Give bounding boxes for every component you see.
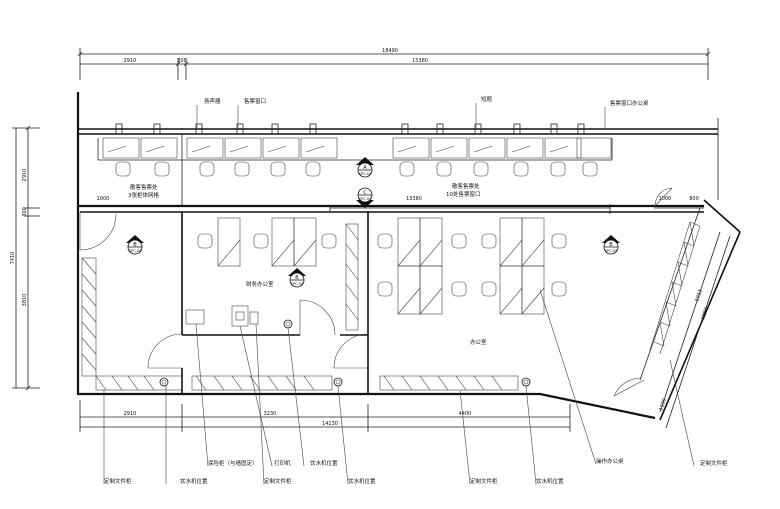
section-symbol-c: C SPC-04 — [356, 187, 374, 208]
dim-left-mid: 300 — [22, 207, 28, 217]
finance-office: 财务办公室 — [182, 212, 369, 336]
area-finance: 财务办公室 — [246, 280, 274, 288]
label-speaker: 扬声器 — [204, 97, 221, 105]
label-service-window: 售票窗口 — [244, 97, 266, 105]
area-counter-left-1: 散客售票处 — [130, 183, 158, 191]
dim-left-total: 7410 — [10, 252, 16, 265]
service-counter — [97, 123, 613, 205]
label-shortcut: 短题 — [481, 95, 493, 103]
slanted-wall: 5013 6892 1100 — [613, 221, 731, 429]
symbol-b-finance-code: SPC-04 — [291, 282, 304, 286]
dim-corridor-right1: 1000 — [659, 196, 672, 202]
area-counter-right-2: 10处售票窗口 — [446, 190, 481, 198]
top-labels: 扬声器 售票窗口 短题 售票窗口办公桌 — [196, 95, 649, 128]
dim-left-bottom: 3810 — [22, 294, 28, 307]
corridor: 13380 1000 1000 800 — [78, 187, 704, 214]
area-counter-right-1: 散客售票处 — [452, 182, 480, 190]
dim-bottom-mid: 3230 — [264, 411, 277, 417]
callout-file-cabinet-4: 定制文件柜 — [700, 459, 728, 467]
callout-water-1: 饮水机位置 — [180, 477, 208, 485]
callouts: 定制文件柜 饮水机位置 保险柜（与墙固定） 打印机 定制文件柜 饮水机位置 饮水… — [104, 457, 728, 485]
callout-file-cabinet-3: 定制文件柜 — [470, 477, 498, 485]
symbol-b-finance-letter: B — [295, 275, 299, 281]
dim-top-total: 18490 — [382, 48, 398, 54]
callout-safe: 保险柜（与墙固定） — [208, 459, 258, 467]
dim-top-mid: 300 — [177, 58, 187, 64]
symbol-b-left-code: SPC-04 — [129, 249, 142, 253]
symbol-b-office-code: SPC-04 — [605, 249, 618, 253]
callout-printer: 打印机 — [274, 459, 291, 467]
dim-left-top: 2910 — [22, 169, 28, 182]
main-office: 办公室 — [377, 217, 567, 346]
dim-corridor-left: 1000 — [97, 196, 110, 202]
area-office: 办公室 — [470, 338, 487, 346]
outer-walls — [76, 92, 741, 421]
dim-top-right: 15380 — [412, 58, 428, 64]
dim-slant-1: 5013 — [694, 289, 704, 303]
symbol-c-letter: C — [363, 190, 367, 196]
dim-corridor-right2: 800 — [689, 196, 699, 202]
symbol-b-left-letter: B — [133, 242, 137, 248]
section-symbol-b-finance: B SPC-04 — [288, 268, 306, 288]
bottom-dimensions: 2910 3230 4400 14130 — [79, 400, 571, 432]
symbol-a-code: SPC-04 — [359, 172, 372, 176]
dim-bottom-right: 4400 — [459, 411, 472, 417]
dim-top-left: 2910 — [124, 58, 137, 64]
section-symbol-a: A SPC-04 — [356, 157, 374, 178]
section-symbol-b-office: B SPC-04 — [602, 235, 620, 255]
symbol-b-office-letter: B — [609, 242, 613, 248]
bottom-cabinets — [181, 333, 531, 394]
callout-file-cabinet-2: 定制文件柜 — [264, 477, 292, 485]
symbol-c-code: SPC-04 — [359, 197, 372, 201]
top-dimensions: 18490 2910 300 15380 — [77, 48, 711, 80]
dim-corridor-1: 13380 — [406, 196, 422, 202]
symbol-a-letter: A — [363, 165, 367, 171]
callout-leaders — [103, 289, 695, 485]
callout-office-desk: 操作办公桌 — [596, 457, 624, 465]
label-window-office: 售票窗口办公桌 — [610, 99, 649, 107]
dim-slant-3: 1100 — [658, 398, 668, 412]
section-symbol-b-left: B SPC-04 — [126, 235, 144, 255]
callout-water-2: 饮水机位置 — [310, 459, 338, 467]
area-counter-left-2: 3张柜体网格 — [128, 191, 159, 199]
dim-slant-2: 6892 — [700, 307, 710, 321]
dim-bottom-total: 14130 — [322, 421, 338, 427]
dim-bottom-left: 2910 — [124, 411, 137, 417]
left-dimensions: 7410 2910 300 3810 — [10, 125, 40, 391]
callout-water-3: 饮水机位置 — [348, 477, 376, 485]
callout-file-cabinet-1: 定制文件柜 — [104, 477, 132, 485]
callout-water-4: 饮水机位置 — [536, 477, 564, 485]
